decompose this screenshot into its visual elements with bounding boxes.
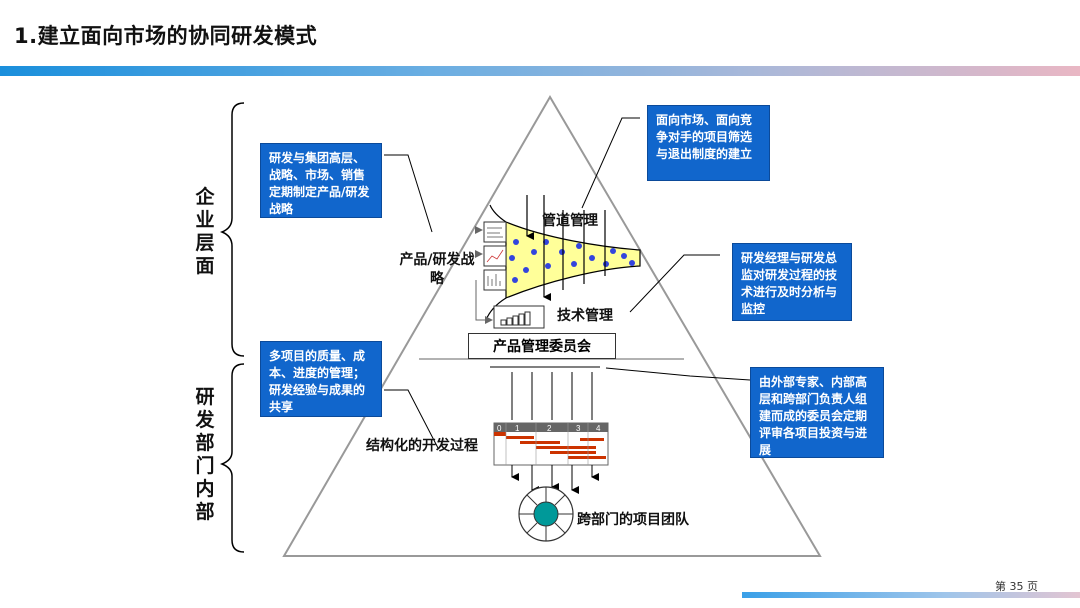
page-number: 第 35 页: [995, 580, 1038, 593]
gantt-tick: 3: [576, 424, 581, 433]
pipeline-box: 面向市场、面向竞争对手的项目筛选与退出制度的建立: [647, 105, 770, 181]
rd-level-label: 研发部门内部: [195, 386, 215, 523]
pyramid-outline: [282, 95, 822, 557]
team-label: 跨部门的项目团队: [577, 512, 689, 528]
gantt-bars: [506, 436, 606, 459]
gantt-tick: 0: [497, 424, 502, 433]
gantt-tick: 2: [547, 424, 552, 433]
doc-thumbnails: [483, 221, 507, 291]
funnel-entry-top: [489, 204, 507, 223]
tech-label: 技术管理: [557, 308, 613, 324]
gantt-tick: 4: [596, 424, 601, 433]
gantt-to-team-arrows: [511, 465, 599, 494]
pipeline-funnel: [505, 221, 641, 299]
quality-box: 多项目的质量、成本、进度的管理；研发经验与成果的共享: [260, 341, 382, 417]
gantt-tick: 1: [515, 424, 520, 433]
committee-arrows: [511, 372, 593, 420]
committee-box: 由外部专家、内部高层和跨部门负责人组建而成的委员会定期评审各项目投资与进展: [750, 367, 884, 458]
rd-brace: [219, 363, 245, 553]
product-committee-label: 产品管理委员会: [468, 333, 616, 359]
enterprise-level-label: 企业层面: [195, 186, 215, 277]
header-gradient-bar: [0, 66, 1080, 76]
connector-lines: [384, 117, 751, 449]
process-label: 结构化的开发过程: [366, 438, 478, 454]
tech-box: 研发经理与研发总监对研发过程的技术进行及时分析与监控: [732, 243, 852, 321]
funnel-dots: [509, 239, 635, 283]
strategy-label: 产品/研发战略: [399, 252, 475, 287]
pipeline-arrows: [526, 195, 606, 301]
footer-gradient-bar: [742, 592, 1080, 598]
strategy-box: 研发与集团高层、战略、市场、销售定期制定产品/研发战略: [260, 143, 382, 218]
enterprise-brace: [219, 102, 245, 357]
page-title: 1.建立面向市场的协同研发模式: [14, 24, 318, 48]
team-wheel: [518, 486, 574, 542]
pipeline-label: 管道管理: [542, 213, 598, 229]
